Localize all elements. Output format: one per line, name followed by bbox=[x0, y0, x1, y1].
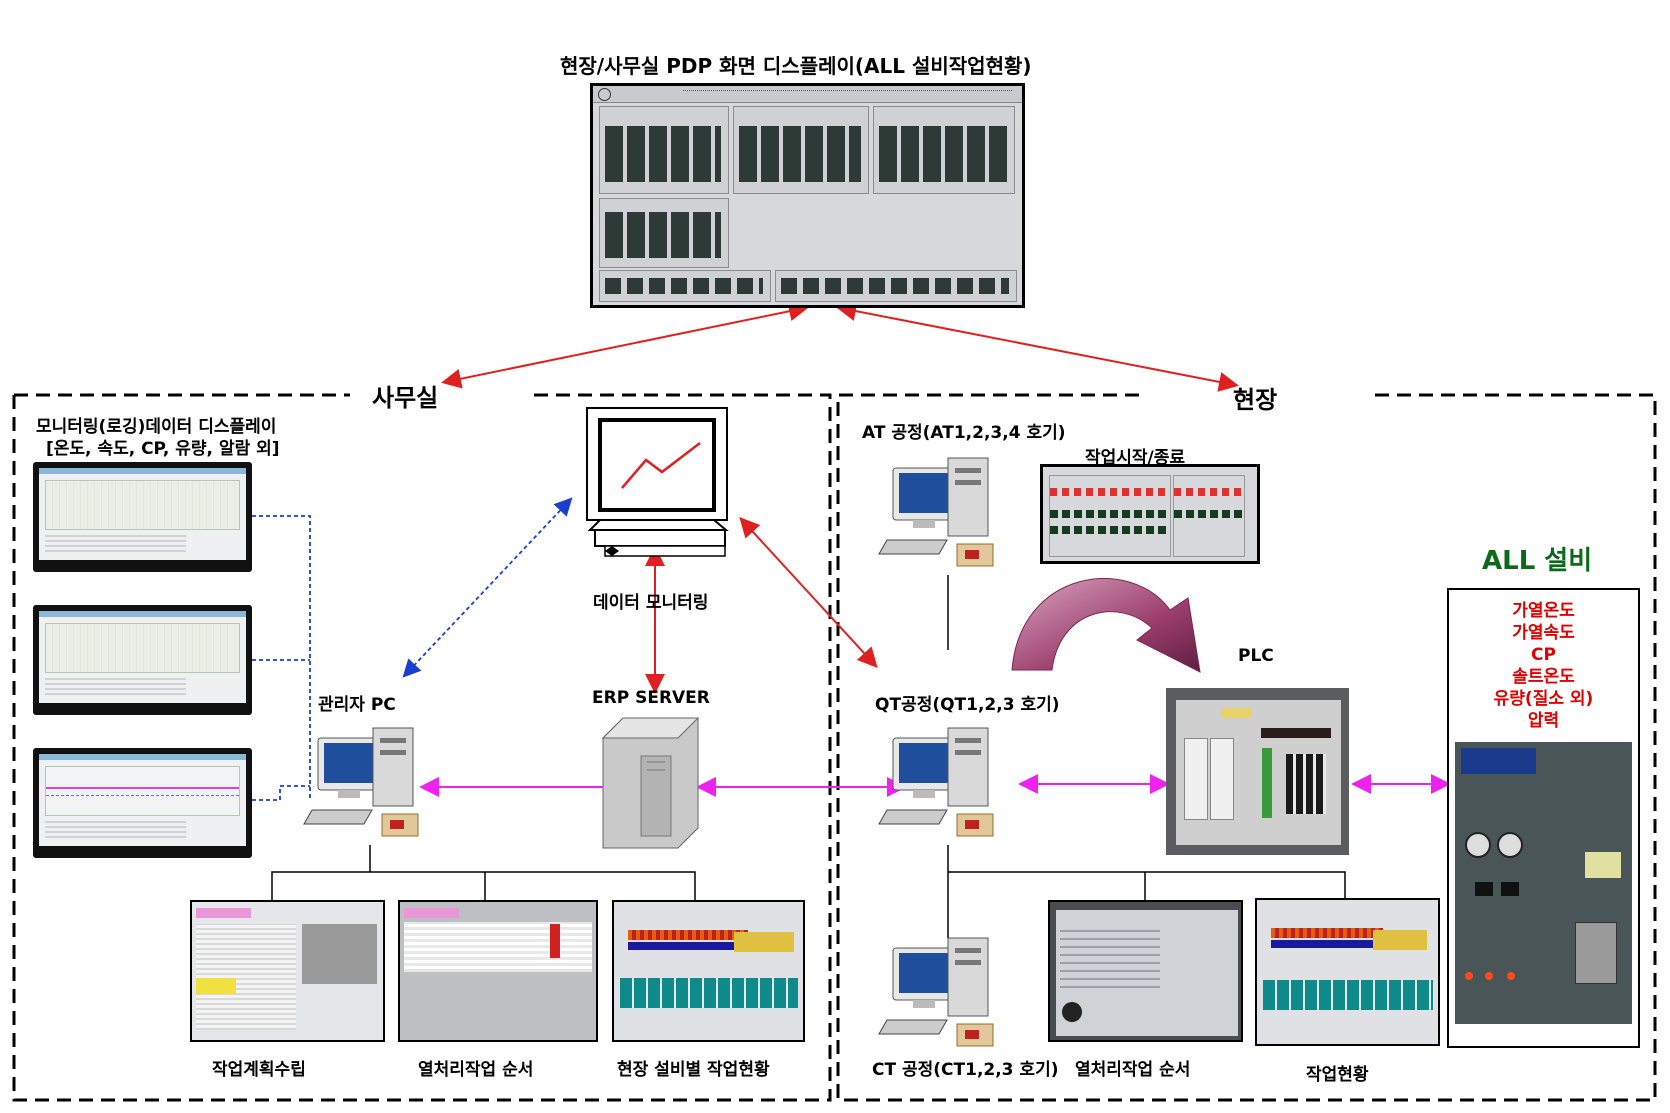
work-start-end-label: 작업시작/종료 bbox=[1085, 448, 1186, 468]
admin-pc-label: 관리자 PC bbox=[318, 695, 396, 715]
field-equipment-status-label: 현장 설비별 작업현황 bbox=[617, 1060, 770, 1080]
field-equipment-status-screenshot bbox=[612, 900, 805, 1042]
param-flow: 유량(질소 외) bbox=[1493, 689, 1594, 709]
work-plan-screenshot bbox=[190, 900, 385, 1042]
pdp-display-screenshot bbox=[590, 83, 1025, 308]
logging-monitor-2 bbox=[33, 605, 252, 715]
heat-treat-order-office-label: 열처리작업 순서 bbox=[418, 1060, 534, 1080]
logging-monitor-1 bbox=[33, 462, 252, 572]
param-cp: CP bbox=[1531, 645, 1556, 665]
logging-monitor-3 bbox=[33, 748, 252, 858]
top-display-title: 현장/사무실 PDP 화면 디스플레이(ALL 설비작업현황) bbox=[560, 54, 1032, 78]
monitoring-title-line2: [온도, 속도, CP, 유량, 알람 외] bbox=[46, 439, 280, 459]
work-status-screenshot bbox=[1255, 898, 1440, 1046]
erp-server-label: ERP SERVER bbox=[592, 688, 710, 708]
pdp-header-bar bbox=[593, 86, 1022, 103]
heat-treat-order-field-screenshot bbox=[1048, 900, 1243, 1042]
data-monitoring-label: 데이터 모니터링 bbox=[593, 593, 709, 613]
equipment-param-list: 가열온도 가열속도 CP 솔트온도 유량(질소 외) 압력 bbox=[1449, 600, 1638, 732]
field-label: 현장 bbox=[1233, 386, 1278, 414]
tree-lines bbox=[271, 575, 1346, 938]
field-region-frame bbox=[836, 393, 1657, 1102]
control-cabinet-photo bbox=[1455, 742, 1632, 1024]
work-plan-label: 작업계획수립 bbox=[212, 1060, 306, 1080]
office-label: 사무실 bbox=[372, 384, 439, 412]
office-region-frame bbox=[12, 393, 832, 1102]
heat-treat-order-office-screenshot bbox=[398, 900, 598, 1042]
param-pressure: 압력 bbox=[1527, 711, 1560, 731]
blue-dotted-links bbox=[252, 497, 573, 801]
work-status-label: 작업현황 bbox=[1306, 1065, 1369, 1085]
param-heating-speed: 가열속도 bbox=[1512, 623, 1575, 643]
plc-label: PLC bbox=[1238, 646, 1274, 666]
red-arrows bbox=[441, 301, 1239, 694]
logo-icon bbox=[598, 88, 611, 101]
curved-arrow bbox=[1011, 578, 1201, 673]
at-process-label: AT 공정(AT1,2,3,4 호기) bbox=[862, 423, 1066, 443]
param-salt-temp: 솔트온도 bbox=[1512, 667, 1575, 687]
monitoring-title-line1: 모니터링(로깅)데이터 디스플레이 bbox=[36, 417, 277, 437]
magenta-links bbox=[419, 774, 1451, 797]
plc-photo bbox=[1166, 688, 1349, 855]
all-equipment-label: ALL 설비 bbox=[1482, 546, 1593, 576]
all-equipment-panel: 가열온도 가열속도 CP 솔트온도 유량(질소 외) 압력 bbox=[1447, 588, 1640, 1048]
qt-process-label: QT공정(QT1,2,3 호기) bbox=[875, 695, 1060, 715]
work-start-end-screenshot bbox=[1040, 464, 1260, 564]
ct-process-label: CT 공정(CT1,2,3 호기) bbox=[872, 1060, 1059, 1080]
heat-treat-order-field-label: 열처리작업 순서 bbox=[1075, 1060, 1191, 1080]
param-heating-temp: 가열온도 bbox=[1512, 601, 1575, 621]
